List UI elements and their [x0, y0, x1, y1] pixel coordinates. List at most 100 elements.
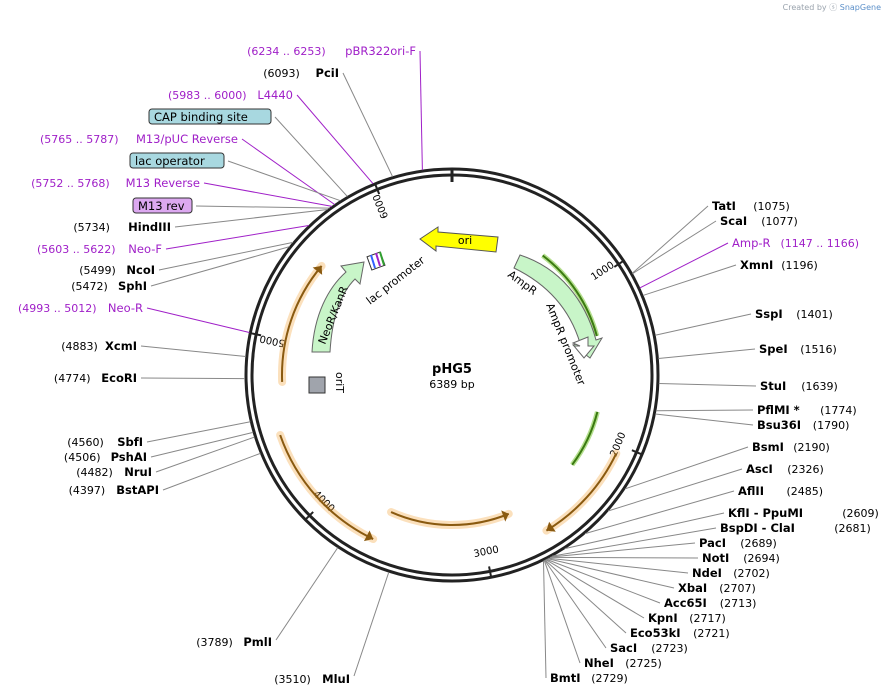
credit-brand: SnapGene: [839, 3, 881, 12]
site-label[interactable]: NcoI (5499): [79, 263, 155, 277]
site-label[interactable]: pBR322ori-F(6234 .. 6253): [247, 44, 416, 58]
site-label[interactable]: Amp-R(1147 .. 1166): [732, 236, 859, 250]
feature-arc[interactable]: [570, 411, 600, 467]
ori-label: ori: [458, 234, 472, 247]
site-label[interactable]: XmnI(1196): [740, 258, 818, 272]
neor-kanr-feature[interactable]: NeoR/KanR: [311, 261, 365, 353]
site-name: PflMI *: [757, 403, 800, 417]
orit-feature[interactable]: oriT: [308, 372, 346, 394]
site-position: (2725): [625, 657, 662, 670]
feature-arc[interactable]: [278, 261, 326, 386]
site-name: BmtI: [550, 671, 581, 685]
site-label[interactable]: SpeI (1516): [759, 342, 837, 356]
site-label[interactable]: SbfI(4560): [67, 435, 143, 449]
site-label[interactable]: NruI(4482): [76, 465, 152, 479]
site-position: (3789): [196, 636, 233, 649]
site-name: SspI: [755, 307, 783, 321]
site-position: (5499): [79, 264, 116, 277]
site-label[interactable]: BspDI - ClaI(2681): [720, 521, 871, 535]
site-label[interactable]: SspI(1401): [755, 307, 833, 321]
site-label[interactable]: CAP binding site: [148, 108, 272, 125]
tick-mark: [374, 184, 381, 195]
site-label[interactable]: TatI (1075): [712, 199, 790, 213]
site-label[interactable]: Eco53kI(2721): [630, 626, 730, 640]
site-position: (1639): [801, 380, 838, 393]
site-label[interactable]: PflMI *(1774): [757, 403, 857, 417]
site-position: (6093): [263, 67, 300, 80]
site-position: (2707): [719, 582, 756, 595]
site-label[interactable]: SphI (5472): [71, 279, 147, 293]
site-label[interactable]: BstAPI(4397): [69, 483, 159, 497]
site-position: (4482): [76, 466, 113, 479]
site-name: SphI: [118, 279, 147, 293]
site-label[interactable]: lac operator: [129, 152, 225, 169]
site-name: BspDI - ClaI: [720, 521, 795, 535]
snapgene-credit: Created by ⓢ SnapGene: [783, 2, 881, 13]
site-name: AscI: [746, 462, 773, 476]
site-label[interactable]: Neo-F(5603 .. 5622): [37, 242, 162, 256]
feature-arc[interactable]: [387, 508, 513, 529]
feature-arc[interactable]: [276, 431, 378, 544]
site-label[interactable]: XcmI(4883): [61, 339, 137, 353]
site-position: (3510): [274, 673, 311, 686]
site-label[interactable]: Neo-R(4993 .. 5012): [18, 301, 143, 315]
site-label[interactable]: NdeI(2702): [692, 566, 770, 580]
site-name: SpeI: [759, 342, 788, 356]
site-label[interactable]: M13/pUC Reverse(5765 .. 5787): [40, 132, 238, 146]
site-label[interactable]: Bsu36I(1790): [757, 418, 849, 432]
site-name: TatI: [712, 199, 736, 213]
feature-arc[interactable]: [542, 449, 621, 535]
site-label[interactable]: SacI(2723): [610, 641, 688, 655]
site-label[interactable]: M13 Reverse(5752 .. 5768): [31, 176, 200, 190]
site-label[interactable]: M13 rev: [132, 197, 193, 214]
tick-mark: [613, 260, 624, 268]
site-label[interactable]: PacI(2689): [699, 536, 777, 550]
site-label[interactable]: BmtI(2729): [550, 671, 628, 685]
site-position: (1075): [753, 200, 790, 213]
site-label[interactable]: AflII(2485): [738, 484, 823, 498]
site-label[interactable]: KflI - PpuMI (2609): [728, 506, 879, 520]
site-position: (4993 .. 5012): [18, 302, 97, 315]
site-label[interactable]: KpnI(2717): [648, 611, 726, 625]
site-position: (2609): [842, 507, 879, 520]
site-label[interactable]: ScaI(1077): [720, 214, 798, 228]
feature-arcs: [276, 253, 621, 544]
feature-box-label: M13 rev: [138, 199, 185, 213]
site-label[interactable]: NotI(2694): [702, 551, 780, 565]
ori-feature[interactable]: ori: [419, 226, 499, 253]
site-position: (5472): [71, 280, 108, 293]
left-labels: pBR322ori-F(6234 .. 6253) PciI (6093) L4440…: [18, 44, 416, 497]
feature-arc[interactable]: [541, 253, 600, 337]
site-label[interactable]: L4440(5983 .. 6000): [168, 88, 293, 102]
site-name: Bsu36I: [757, 418, 801, 432]
site-name: Neo-F: [128, 242, 162, 256]
site-position: (1196): [781, 259, 818, 272]
site-label[interactable]: EcoRI(4774): [54, 371, 137, 385]
tick-label: 3000: [473, 544, 500, 560]
site-name: KflI - PpuMI: [728, 506, 803, 520]
site-position: (4883): [61, 340, 98, 353]
site-label[interactable]: BsmI(2190): [752, 440, 830, 454]
site-name: PciI: [316, 66, 339, 80]
site-position: (4560): [67, 436, 104, 449]
bottom-labels: PmlI(3789) MluI(3510): [196, 635, 350, 686]
site-label[interactable]: StuI(1639): [760, 379, 838, 393]
site-name: Amp-R: [732, 236, 771, 250]
site-name: Eco53kI: [630, 626, 681, 640]
site-label[interactable]: HindIII(5734): [73, 220, 171, 234]
site-label[interactable]: NheI(2725): [584, 656, 662, 670]
lac-promoter-feature[interactable]: lac promoter: [364, 251, 428, 307]
site-position: (2702): [733, 567, 770, 580]
site-name: SacI: [610, 641, 637, 655]
site-position: (1516): [800, 343, 837, 356]
site-label[interactable]: PshAI(4506): [64, 450, 147, 464]
site-label[interactable]: MluI(3510): [274, 672, 350, 686]
site-label[interactable]: XbaI(2707): [678, 581, 756, 595]
site-label[interactable]: AscI(2326): [746, 462, 824, 476]
tick-mark: [251, 332, 262, 337]
site-label[interactable]: PmlI(3789): [196, 635, 272, 649]
site-name: NcoI: [126, 263, 155, 277]
site-label[interactable]: PciI (6093): [263, 66, 339, 80]
site-label[interactable]: Acc65I(2713): [664, 596, 756, 610]
